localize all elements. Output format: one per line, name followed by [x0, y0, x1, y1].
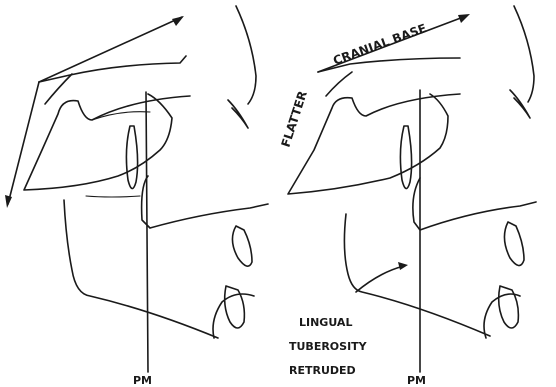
right-cranial-angle-arc	[326, 72, 352, 96]
left-pm-label: PM	[133, 374, 152, 387]
left-panel: PM	[5, 6, 268, 387]
right-pm-label: PM	[407, 374, 426, 387]
right-sella-hook	[510, 90, 530, 118]
left-pm-line	[146, 92, 148, 372]
left-cranial-angle-arc	[45, 74, 72, 104]
left-upper-incisor	[232, 226, 252, 266]
right-mandible-outline	[344, 178, 536, 338]
lingual-label: LINGUAL	[299, 316, 352, 329]
left-tuberosity-shape	[126, 126, 137, 189]
left-palatal-line	[86, 112, 150, 197]
lingual-tuberosity-pointer	[356, 262, 408, 292]
right-upper-incisor	[504, 222, 524, 266]
tuberosity-label: TUBEROSITY	[289, 340, 368, 353]
right-skull-outline	[288, 58, 460, 194]
right-tuberosity-shape	[400, 126, 411, 189]
left-posterior-outline	[236, 6, 256, 104]
left-lower-incisor	[225, 286, 245, 328]
retruded-label: RETRUDED	[289, 364, 356, 377]
right-lower-incisor	[499, 286, 519, 328]
flatter-label: FLATTER	[279, 89, 310, 149]
left-cranial-base-line	[5, 16, 184, 208]
left-sella-hook	[228, 100, 248, 128]
left-skull-outline	[24, 56, 190, 190]
right-posterior-outline	[514, 6, 534, 102]
right-panel: PM	[288, 6, 536, 387]
